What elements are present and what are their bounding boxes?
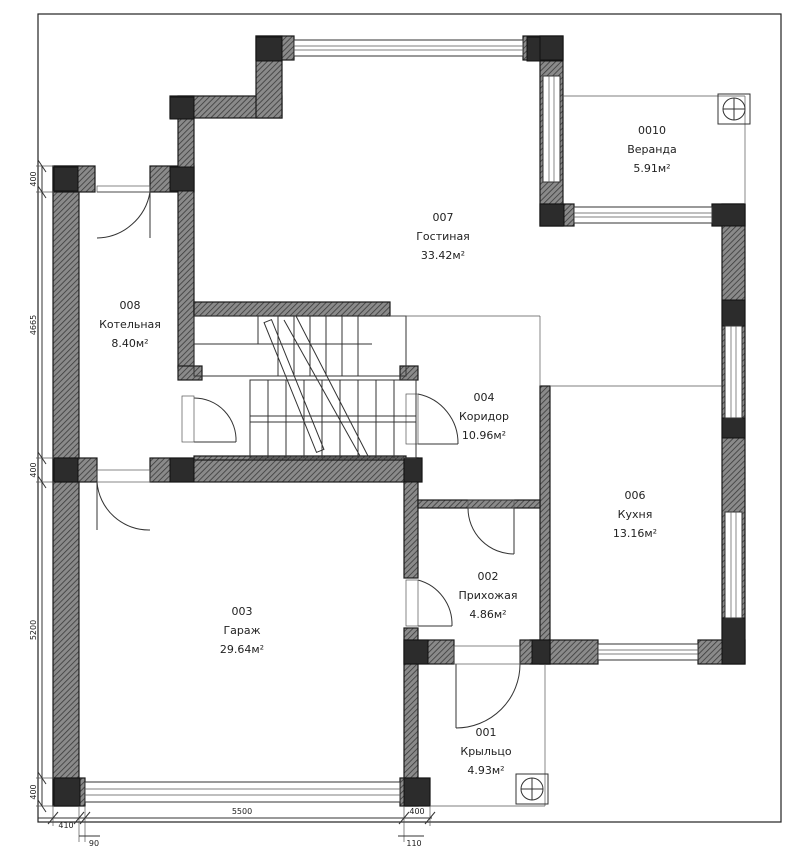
room-area: 33.42м² [421,249,465,262]
room-number: 002 [478,570,499,583]
room-area: 8.40м² [111,337,148,350]
room-name: Кухня [618,508,653,521]
dim-bottom-410: 410 [58,821,73,830]
room-area: 29.64м² [220,643,264,656]
staircase [193,315,417,459]
room-number: 0010 [638,124,666,137]
dimension-lines [36,159,436,842]
sheet-border [37,13,782,823]
dim-left-5200: 5200 [29,620,38,640]
room-label-corridor: 004 Коридор 10.96м² [459,391,509,442]
room-number: 004 [474,391,495,404]
room-label-garage: 003 Гараж 29.64м² [220,605,264,656]
room-name: Крыльцо [460,745,511,758]
doors [96,185,521,729]
outline-lines [390,95,746,807]
room-number: 006 [625,489,646,502]
room-number: 008 [120,299,141,312]
room-label-kitchen: 006 Кухня 13.16м² [613,489,657,540]
room-area: 13.16м² [613,527,657,540]
room-number: 007 [433,211,454,224]
room-name: Веранда [627,143,677,156]
room-name: Гостиная [416,230,470,243]
room-area: 5.91м² [633,162,670,175]
dim-left-400-bottom: 400 [29,784,38,799]
room-name: Прихожая [459,589,518,602]
room-label-porch: 001 Крыльцо 4.93м² [460,726,511,777]
room-number: 001 [476,726,497,739]
room-area: 4.86м² [469,608,506,621]
room-area: 4.93м² [467,764,504,777]
room-name: Котельная [99,318,161,331]
room-area: 10.96м² [462,429,506,442]
windows [84,39,743,803]
post-marker-porch [515,773,549,805]
room-label-hall: 002 Прихожая 4.86м² [459,570,518,621]
room-label-boiler: 008 Котельная 8.40м² [99,299,161,350]
dim-bottom-110: 110 [406,839,421,848]
dim-left-400-top: 400 [29,171,38,186]
dim-bottom-400: 400 [409,807,424,816]
dim-bottom-90: 90 [89,839,99,848]
dim-left-4665: 4665 [29,315,38,335]
columns [53,35,746,807]
dim-bottom-5500: 5500 [232,807,252,816]
room-name: Коридор [459,410,509,423]
room-label-veranda: 0010 Веранда 5.91м² [627,124,677,175]
room-name: Гараж [223,624,260,637]
room-number: 003 [232,605,253,618]
dimension-labels: 400 4665 400 5200 400 410 90 5500 400 11… [29,171,425,848]
room-label-living: 007 Гостиная 33.42м² [416,211,470,262]
dim-left-400-mid: 400 [29,462,38,477]
post-marker-veranda [717,93,751,125]
